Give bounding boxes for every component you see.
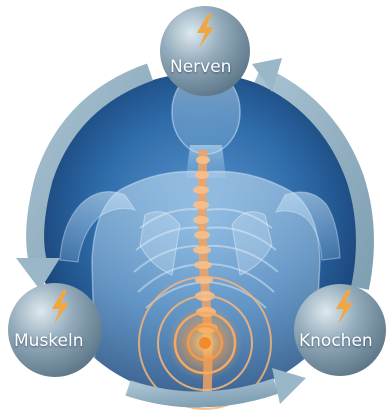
arrow-head-bottom	[272, 368, 306, 404]
node-knochen	[294, 284, 386, 376]
muskeln-label: Muskeln	[14, 331, 84, 351]
knochen-label: Knochen	[299, 331, 373, 351]
nerven-label: Nerven	[170, 57, 231, 77]
node-nerven	[160, 6, 250, 96]
node-muskeln	[8, 283, 102, 377]
